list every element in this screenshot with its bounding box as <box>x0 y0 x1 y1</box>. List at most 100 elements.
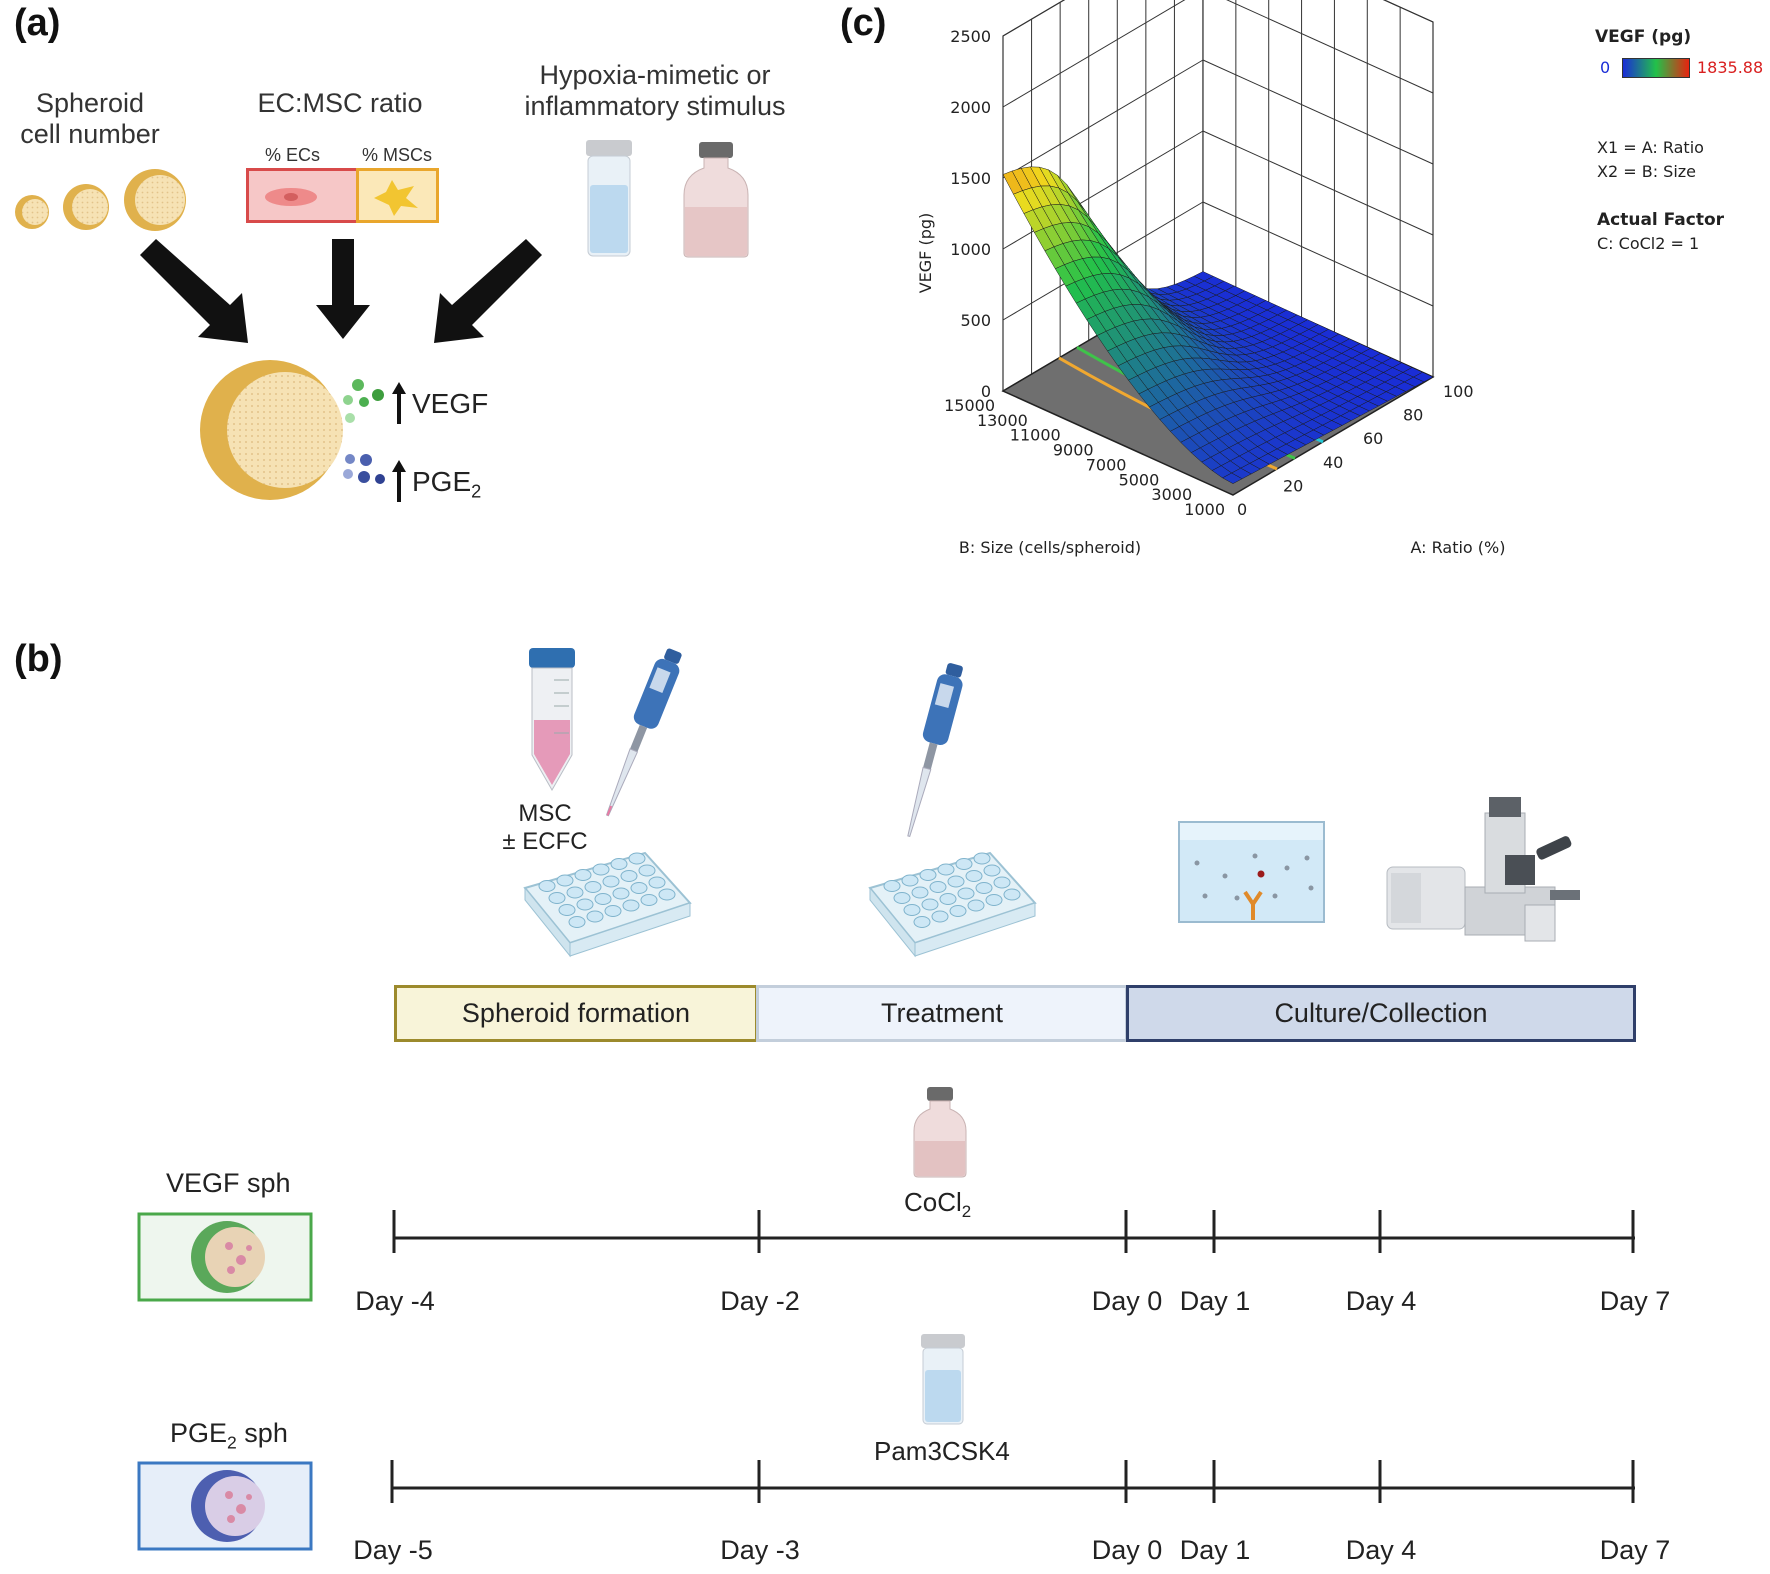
well <box>985 894 1003 906</box>
well <box>538 880 556 892</box>
panel-a-label: (a) <box>14 2 61 44</box>
z-tick-label: 0 <box>981 382 991 401</box>
actual-factor-value: C: CoCl2 = 1 <box>1597 234 1700 253</box>
well <box>630 882 648 894</box>
t1-day-label: Day 4 <box>1345 1286 1417 1316</box>
y-tick-label: 13000 <box>977 411 1028 430</box>
t1-day-label: Day 0 <box>1091 1286 1163 1316</box>
well <box>592 863 610 876</box>
well <box>973 852 991 865</box>
microscope-icon <box>1386 797 1580 942</box>
vegf-response-surface-chart: 0500100015002000250002040608010010003000… <box>916 0 1506 557</box>
well <box>566 886 584 899</box>
z-gridline <box>1202 201 1434 307</box>
x-tick-label: 20 <box>1283 476 1303 495</box>
secreted-factor-dots <box>343 379 385 484</box>
stage-spheroid-formation: Spheroid formation <box>394 985 758 1042</box>
t1-day-label: Day 1 <box>1179 1286 1251 1316</box>
elisa-assay-icon <box>1178 821 1325 923</box>
stage-culture-collection: Culture/Collection <box>1126 985 1636 1042</box>
well <box>586 910 604 923</box>
seed-cells-label: MSC ± ECFC <box>502 800 588 855</box>
z-tick-label: 2500 <box>950 27 991 46</box>
well <box>893 892 911 904</box>
pge2-text: PGE <box>412 466 472 497</box>
spheroid-medium-icon <box>63 184 109 230</box>
input-arrows <box>140 239 542 343</box>
spheroid-large-icon <box>124 169 186 231</box>
well <box>622 899 640 912</box>
vegf-up-arrow <box>392 382 406 424</box>
well <box>983 864 1001 877</box>
x1-definition: X1 = A: Ratio <box>1597 138 1704 157</box>
spheroid-size-icons <box>15 169 186 231</box>
well <box>610 858 628 870</box>
pge2-sph-label: PGE2 sph <box>170 1418 288 1453</box>
well <box>965 870 983 882</box>
well <box>576 898 594 911</box>
t2-day-label: Day 7 <box>1599 1535 1671 1565</box>
y-tick-label: 3000 <box>1151 485 1192 504</box>
antibody-icon <box>1243 890 1263 920</box>
y-tick-label: 11000 <box>1010 426 1061 445</box>
well <box>883 880 901 892</box>
well <box>658 888 676 901</box>
well <box>620 870 638 882</box>
pam3csk4-label: Pam3CSK4 <box>874 1436 1010 1466</box>
well <box>913 916 931 928</box>
x-tick-label: 80 <box>1403 406 1423 425</box>
ec-msc-ratio-label: EC:MSC ratio <box>257 88 423 118</box>
pge2-spheroid-box <box>137 1461 313 1551</box>
arrow-icon <box>434 239 542 343</box>
well <box>574 869 592 881</box>
t1-day-label: Day -2 <box>720 1286 800 1316</box>
pam3csk4-vial-icon <box>586 140 632 257</box>
cocl2-vial-icon <box>683 142 749 258</box>
t2-day-label: Day 0 <box>1091 1535 1163 1565</box>
vegf-spheroid-box <box>137 1212 313 1302</box>
t1-day-label: Day 7 <box>1599 1286 1671 1316</box>
spheroid-small-icon <box>15 195 49 229</box>
well <box>939 893 957 905</box>
well <box>949 905 967 917</box>
pge2-sph-suffix: sph <box>236 1418 288 1448</box>
z-gridline <box>1202 59 1434 165</box>
well <box>957 887 975 900</box>
well <box>628 852 646 865</box>
z-gridline <box>1383 0 1434 23</box>
pge2-sph-text: PGE <box>170 1418 228 1448</box>
legend-title: VEGF (pg) <box>1595 27 1692 47</box>
well <box>558 904 576 916</box>
y-tick-label: 1000 <box>1184 500 1225 519</box>
panel-c-label: (c) <box>840 2 887 44</box>
ecs-percent-label: % ECs <box>265 145 321 165</box>
x-tick-label: 60 <box>1363 429 1383 448</box>
arrow-icon <box>316 239 370 339</box>
well <box>975 882 993 894</box>
t2-day-label: Day 1 <box>1179 1535 1251 1565</box>
well <box>929 881 947 893</box>
well <box>993 876 1011 889</box>
well <box>967 899 985 912</box>
z-tick-label: 1000 <box>950 240 991 259</box>
well <box>931 910 949 923</box>
x-tick-label: 40 <box>1323 453 1343 472</box>
well <box>568 916 586 928</box>
arrow-icon <box>140 239 248 343</box>
cocl2-vial-icon <box>913 1087 967 1178</box>
pipette-icon <box>907 663 963 838</box>
msc-cell-icon <box>374 180 418 216</box>
timeline-pge2 <box>390 1460 1635 1503</box>
actual-factor-title: Actual Factor <box>1597 210 1725 230</box>
well-plate-1-icon <box>523 851 692 958</box>
timeline-vegf <box>392 1210 1635 1253</box>
spheroid-cell-number-label: Spheroid cell number <box>20 88 160 149</box>
well <box>612 887 630 900</box>
output-spheroid <box>200 360 343 500</box>
t1-day-label: Day -4 <box>355 1286 435 1316</box>
z-gridline <box>1002 0 1186 108</box>
x-tick-label: 0 <box>1237 500 1247 519</box>
surface-cell <box>1222 472 1243 484</box>
pge2-output-label: PGE2 <box>412 466 481 503</box>
x2-definition: X2 = B: Size <box>1597 162 1697 181</box>
